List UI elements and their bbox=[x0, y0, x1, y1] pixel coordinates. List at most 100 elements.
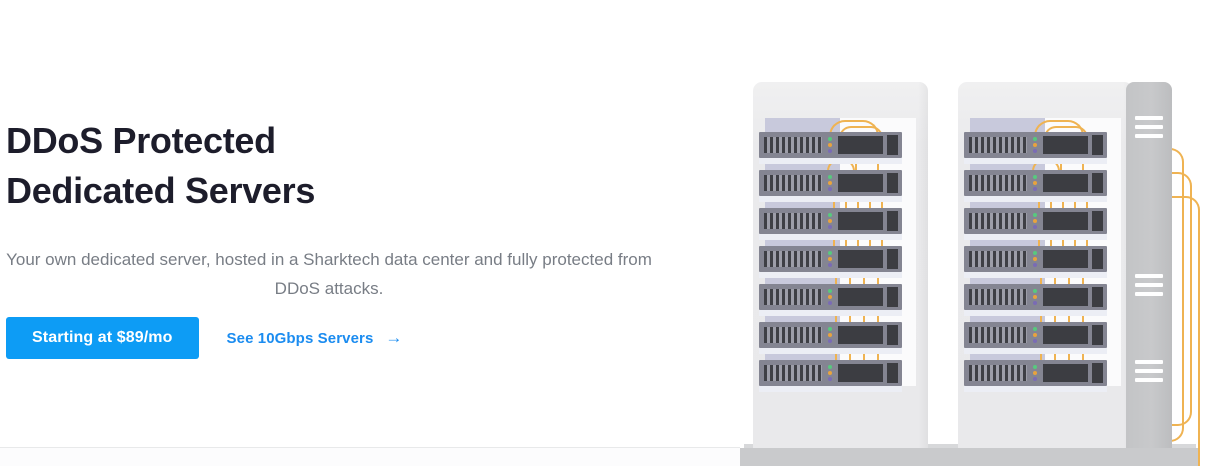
led-orange bbox=[1033, 295, 1037, 299]
server-vent-grille bbox=[969, 213, 1027, 229]
server-end-block bbox=[887, 325, 898, 345]
led-orange bbox=[1033, 371, 1037, 375]
server-panel bbox=[838, 288, 883, 306]
rack-shelf bbox=[759, 310, 902, 316]
cable-stub bbox=[1054, 311, 1056, 322]
external-cable-loop bbox=[1160, 148, 1184, 442]
server-end-block bbox=[1092, 211, 1103, 231]
cable-stub bbox=[1086, 197, 1088, 208]
side-panel-line bbox=[1135, 134, 1163, 138]
server-status-leds bbox=[828, 175, 833, 192]
server-end-block bbox=[887, 249, 898, 269]
rack-side-panel bbox=[1126, 82, 1172, 448]
side-panel-line bbox=[1135, 378, 1163, 382]
server-vent-grille bbox=[764, 137, 822, 153]
cable-stub bbox=[1062, 197, 1064, 208]
server-end-block bbox=[1092, 287, 1103, 307]
cable-stub bbox=[1038, 197, 1040, 208]
server-status-leds bbox=[828, 137, 833, 154]
server-vent-grille bbox=[969, 251, 1027, 267]
server-panel bbox=[1043, 136, 1088, 154]
led-green bbox=[1033, 327, 1037, 331]
rack-shelf bbox=[964, 348, 1107, 354]
starting-price-button[interactable]: Starting at $89/mo bbox=[6, 317, 199, 359]
cable-stub bbox=[881, 235, 883, 246]
cable-stub bbox=[849, 349, 851, 360]
see-10gbps-servers-label: See 10Gbps Servers bbox=[226, 329, 374, 347]
server-unit bbox=[964, 322, 1107, 348]
server-panel bbox=[838, 174, 883, 192]
rack-right bbox=[958, 82, 1133, 448]
cable-stub bbox=[1040, 273, 1042, 284]
hero-subcopy: Your own dedicated server, hosted in a S… bbox=[6, 250, 652, 298]
headline-line-1: DDoS Protected bbox=[6, 120, 276, 162]
side-panel-line bbox=[1135, 116, 1163, 120]
cable-stub bbox=[877, 349, 879, 360]
server-unit bbox=[964, 208, 1107, 234]
cable-stub bbox=[1082, 159, 1084, 171]
cable-stub bbox=[1082, 311, 1084, 322]
server-vent-grille bbox=[764, 365, 822, 381]
server-vent-grille bbox=[969, 137, 1027, 153]
led-orange bbox=[828, 295, 832, 299]
cable-stub bbox=[849, 273, 851, 284]
side-panel-line-group bbox=[1135, 274, 1163, 301]
cable-stub bbox=[1040, 311, 1042, 322]
server-vent-grille bbox=[764, 251, 822, 267]
server-unit bbox=[759, 246, 902, 272]
rack-shelf bbox=[964, 196, 1107, 202]
led-green bbox=[828, 137, 832, 141]
server-status-leds bbox=[1033, 365, 1038, 382]
rack-shelf bbox=[964, 272, 1107, 278]
led-green bbox=[1033, 365, 1037, 369]
cable-stub bbox=[1054, 349, 1056, 360]
cable-stub bbox=[1054, 273, 1056, 284]
led-orange bbox=[828, 219, 832, 223]
cable-stub bbox=[869, 197, 871, 208]
side-panel-line bbox=[1135, 274, 1163, 278]
server-status-leds bbox=[1033, 251, 1038, 268]
server-panel bbox=[838, 364, 883, 382]
led-purple bbox=[828, 301, 832, 305]
server-status-leds bbox=[828, 289, 833, 306]
server-panel bbox=[1043, 250, 1088, 268]
led-purple bbox=[828, 263, 832, 267]
led-purple bbox=[828, 225, 832, 229]
cable-stub bbox=[833, 197, 835, 208]
cable-stub bbox=[869, 235, 871, 246]
see-10gbps-servers-link[interactable]: See 10Gbps Servers → bbox=[226, 327, 403, 347]
cable-stub bbox=[833, 235, 835, 246]
server-status-leds bbox=[1033, 213, 1038, 230]
led-green bbox=[828, 327, 832, 331]
server-vent-grille bbox=[764, 213, 822, 229]
server-panel bbox=[1043, 174, 1088, 192]
server-unit bbox=[964, 284, 1107, 310]
server-vent-grille bbox=[969, 327, 1027, 343]
below-fold-band bbox=[0, 448, 740, 466]
server-unit bbox=[759, 322, 902, 348]
rack-left bbox=[753, 82, 928, 448]
server-end-block bbox=[887, 287, 898, 307]
cable-stub bbox=[1068, 311, 1070, 322]
led-green bbox=[1033, 213, 1037, 217]
side-panel-line bbox=[1135, 125, 1163, 129]
server-end-block bbox=[1092, 249, 1103, 269]
led-purple bbox=[828, 187, 832, 191]
led-green bbox=[828, 289, 832, 293]
led-green bbox=[1033, 137, 1037, 141]
server-end-block bbox=[887, 135, 898, 155]
cable-stub bbox=[835, 273, 837, 284]
floor-bar bbox=[740, 448, 1200, 466]
cable-stub bbox=[1074, 235, 1076, 246]
led-orange bbox=[1033, 181, 1037, 185]
cable-stub bbox=[835, 311, 837, 322]
cable-stub bbox=[1082, 349, 1084, 360]
server-rack-illustration bbox=[730, 0, 1229, 466]
side-panel-line-group bbox=[1135, 360, 1163, 387]
led-green bbox=[828, 175, 832, 179]
arrow-right-icon: → bbox=[385, 327, 403, 347]
led-green bbox=[828, 213, 832, 217]
led-purple bbox=[1033, 339, 1037, 343]
cable-stub bbox=[877, 159, 879, 171]
